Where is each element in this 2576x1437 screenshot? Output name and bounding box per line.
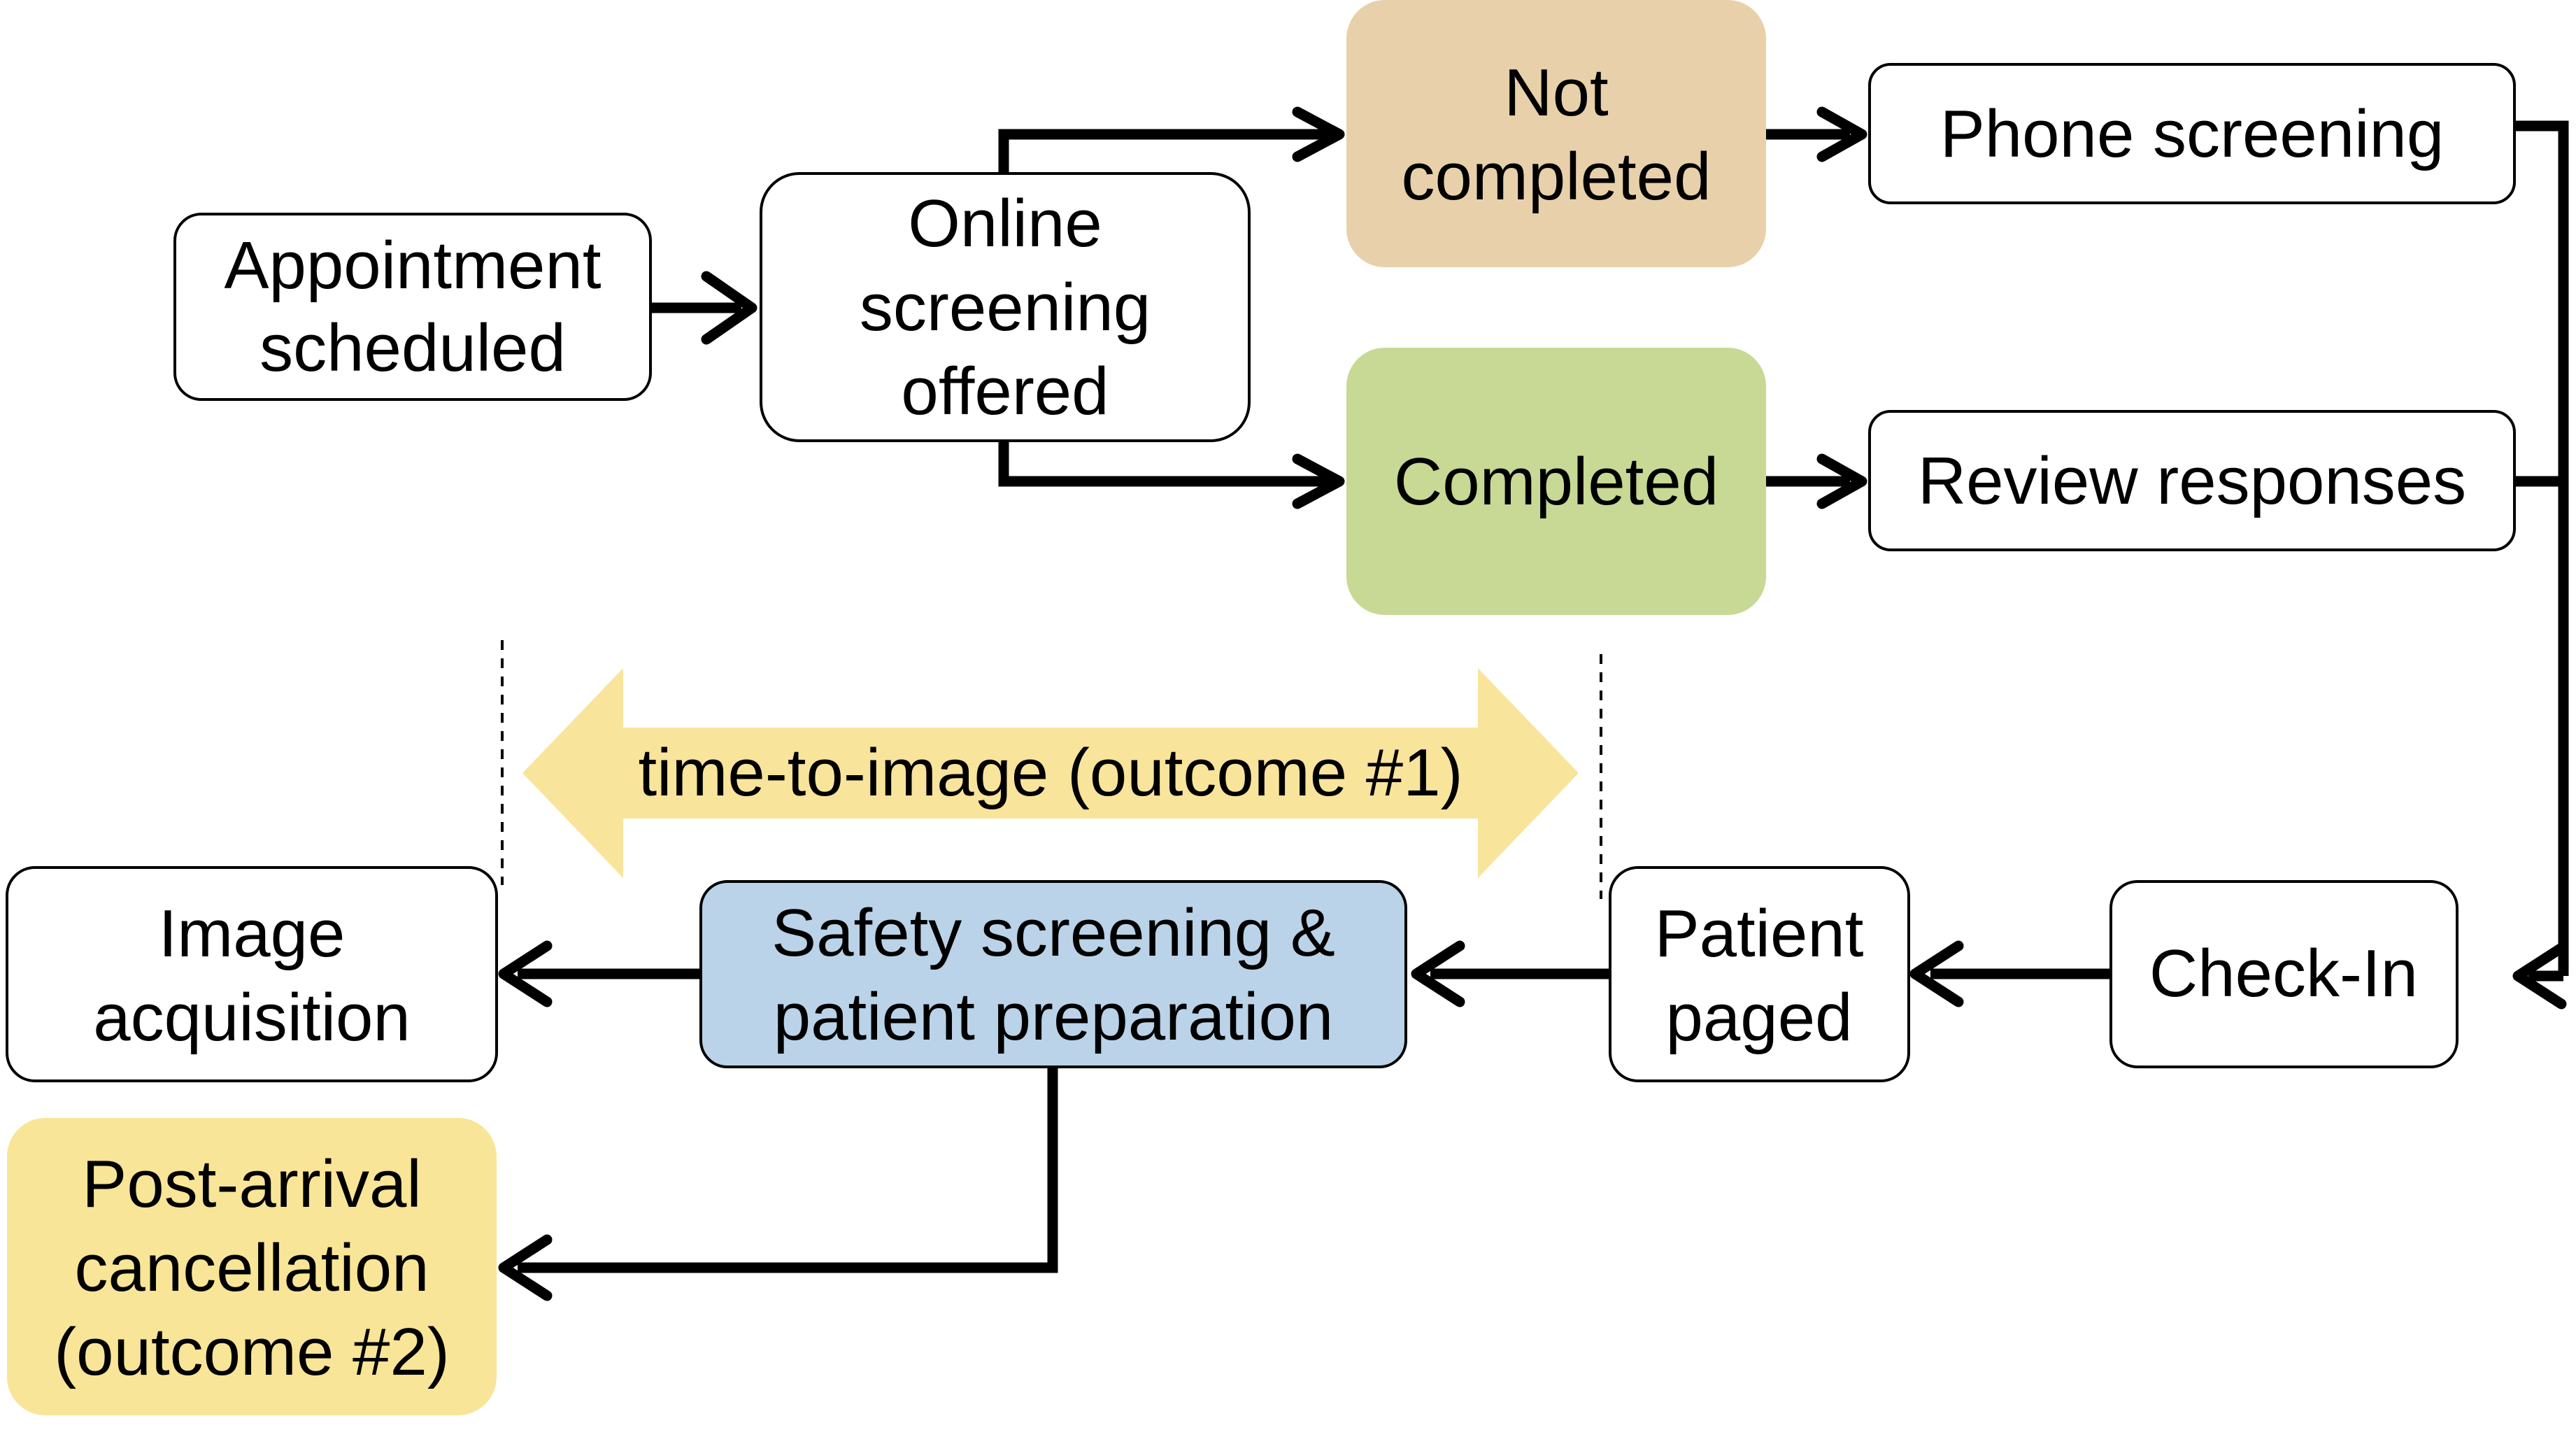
node-label: Safety screening & [771, 896, 1335, 970]
node-label: Not [1504, 55, 1608, 130]
connectors [518, 120, 2569, 1273]
arrow-left-icon [1411, 940, 1465, 1007]
edge-phone-right-rail [2514, 120, 2569, 976]
node-label: (outcome #2) [54, 1315, 450, 1389]
arrow-right-icon [1816, 106, 1867, 162]
node-box [2109, 880, 2458, 1068]
arrow-right-icon [1292, 106, 1345, 162]
node-label: paged [1666, 980, 1853, 1055]
node-box [7, 1118, 497, 1415]
node-phone-screening: Phone screening [1868, 63, 2516, 204]
node-appointment-scheduled: Appointment scheduled [173, 213, 652, 401]
arrowheads [498, 106, 2567, 1301]
arrow-left-icon [1909, 940, 1964, 1007]
node-label: Phone screening [1940, 97, 2445, 171]
node-patient-paged: Patient paged [1609, 866, 1910, 1082]
node-label: acquisition [93, 980, 411, 1055]
edge-safety-post-arrival [518, 1067, 1058, 1273]
node-label: Check-In [2149, 936, 2418, 1011]
node-label: completed [1402, 139, 1712, 214]
node-box [1346, 0, 1766, 267]
node-box [6, 866, 498, 1082]
arrow-left-icon [498, 940, 553, 1007]
node-label: patient preparation [774, 979, 1334, 1054]
node-post-arrival-cancellation: Post-arrival cancellation (outcome #2) [7, 1118, 497, 1415]
arrow-right-icon [701, 271, 757, 345]
node-label: scheduled [259, 311, 566, 385]
node-box [760, 172, 1251, 442]
node-box [1868, 63, 2516, 204]
node-label: screening [860, 270, 1151, 345]
node-box [1868, 410, 2516, 551]
node-box [173, 213, 652, 401]
node-label: Appointment [224, 228, 601, 303]
node-label: cancellation [75, 1231, 429, 1305]
node-label: Review responses [1918, 444, 2466, 518]
node-not-completed: Not completed [1346, 0, 1766, 267]
double-headed-arrow-icon [522, 668, 1579, 878]
node-box [1609, 866, 1910, 1082]
node-label: Post-arrival [82, 1147, 421, 1222]
arrow-right-icon [1292, 453, 1345, 509]
edge-online-not-completed [998, 129, 1332, 174]
node-label: Patient [1655, 896, 1864, 971]
node-image-acquisition: Image acquisition [6, 866, 498, 1082]
arrow-left-icon [498, 1234, 553, 1301]
node-box [1346, 348, 1766, 615]
time-to-image-label: time-to-image (outcome #1) [638, 735, 1463, 810]
arrow-left-icon [2512, 942, 2567, 1010]
node-review-responses: Review responses [1868, 410, 2516, 551]
node-label: Online [908, 186, 1102, 261]
node-completed: Completed [1346, 348, 1766, 615]
node-safety-screening: Safety screening & patient preparation [699, 880, 1407, 1068]
node-box [699, 880, 1407, 1068]
node-online-screening-offered: Online screening offered [760, 172, 1251, 442]
edge-online-completed [998, 441, 1332, 487]
node-label: offered [901, 354, 1109, 429]
node-label: Image [159, 896, 346, 971]
node-label: Completed [1394, 444, 1718, 519]
node-check-in: Check-In [2109, 880, 2458, 1068]
time-to-image-arrow: time-to-image (outcome #1) [522, 668, 1579, 878]
arrow-right-icon [1816, 453, 1867, 509]
